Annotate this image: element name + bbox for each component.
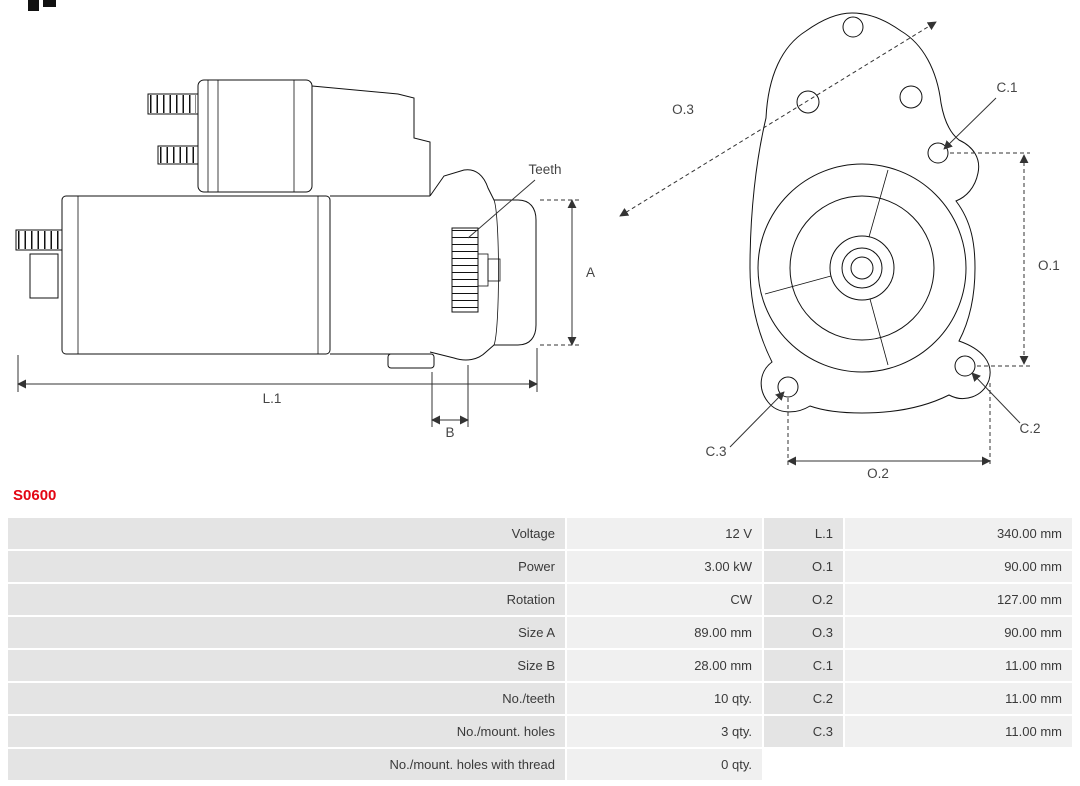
spec-value-cell: 10 qty.	[567, 683, 762, 714]
label-dim-c3: C.3	[705, 444, 726, 459]
label-dim-o1: O.1	[1038, 258, 1060, 273]
spec-name-cell: No./mount. holes with thread	[8, 749, 565, 780]
label-dim-b: B	[445, 425, 454, 440]
label-dim-a: A	[586, 265, 595, 280]
spec-name-cell: Rotation	[8, 584, 565, 615]
label-teeth: Teeth	[528, 162, 561, 177]
spec-name-cell: Size A	[8, 617, 565, 648]
label-dim-c1: C.1	[996, 80, 1017, 95]
dim-name-cell-empty	[764, 749, 843, 780]
starter-side-view: Teeth A L.1 B	[15, 79, 595, 440]
spec-name-cell: No./teeth	[8, 683, 565, 714]
label-dim-o2: O.2	[867, 466, 889, 481]
dim-value-cell: 127.00 mm	[845, 584, 1072, 615]
part-number: S0600	[13, 487, 57, 504]
dim-name-cell: C.2	[764, 683, 843, 714]
spec-value-cell: 0 qty.	[567, 749, 762, 780]
spec-value-cell: 3 qty.	[567, 716, 762, 747]
spec-name-cell: No./mount. holes	[8, 716, 565, 747]
spec-name-cell: Voltage	[8, 518, 565, 549]
dim-value-cell: 90.00 mm	[845, 617, 1072, 648]
dim-name-cell: O.2	[764, 584, 843, 615]
spec-value-cell: 89.00 mm	[567, 617, 762, 648]
dim-value-cell-empty	[845, 749, 1072, 780]
dim-name-cell: O.3	[764, 617, 843, 648]
spec-value-cell: 12 V	[567, 518, 762, 549]
label-dim-l1: L.1	[263, 391, 282, 406]
spec-value-cell: 3.00 kW	[567, 551, 762, 582]
dim-value-cell: 340.00 mm	[845, 518, 1072, 549]
spec-table: Voltage 12 V L.1 340.00 mm Power 3.00 kW…	[8, 518, 1072, 780]
spec-value-cell: 28.00 mm	[567, 650, 762, 681]
dim-value-cell: 90.00 mm	[845, 551, 1072, 582]
dim-value-cell: 11.00 mm	[845, 683, 1072, 714]
dim-name-cell: C.3	[764, 716, 843, 747]
dim-value-cell: 11.00 mm	[845, 716, 1072, 747]
as-pl-logo-icon	[28, 0, 56, 11]
dim-name-cell: O.1	[764, 551, 843, 582]
spec-name-cell: Size B	[8, 650, 565, 681]
starter-front-view: O.3 C.1 O.1 C.2 C.3 O.2	[619, 12, 1060, 481]
label-dim-c2: C.2	[1019, 421, 1040, 436]
dim-name-cell: L.1	[764, 518, 843, 549]
dim-name-cell: C.1	[764, 650, 843, 681]
label-dim-o3: O.3	[672, 102, 694, 117]
spec-name-cell: Power	[8, 551, 565, 582]
technical-drawing: Teeth A L.1 B	[15, 12, 1060, 481]
dim-value-cell: 11.00 mm	[845, 650, 1072, 681]
spec-value-cell: CW	[567, 584, 762, 615]
